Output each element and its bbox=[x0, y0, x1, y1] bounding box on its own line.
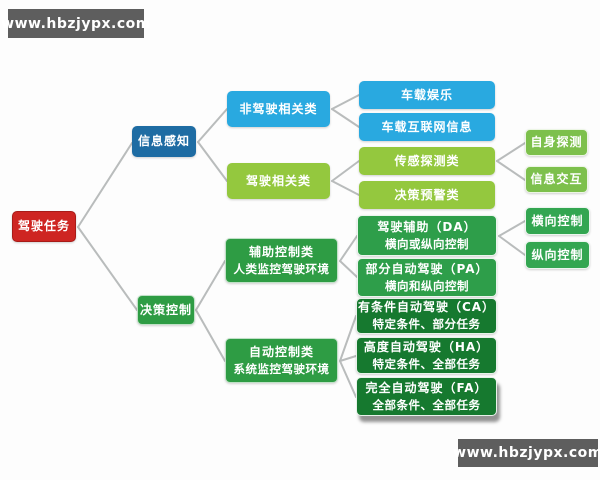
node-driving-task: 驾驶任务 bbox=[12, 211, 76, 242]
node-information-perception: 信息感知 bbox=[132, 126, 196, 157]
node-da-label: 驾驶辅助（DA） bbox=[377, 219, 477, 234]
node-pa-label: 部分自动驾驶（PA） bbox=[365, 261, 489, 276]
node-information-exchange-label: 信息交互 bbox=[530, 172, 583, 186]
node-lateral-control-label: 横向控制 bbox=[531, 213, 584, 228]
node-driver-assistance-da: 驾驶辅助（DA） 横向或纵向控制 bbox=[357, 215, 497, 256]
node-auto-control-label: 自动控制类 bbox=[248, 344, 314, 359]
node-partial-automation-pa: 部分自动驾驶（PA） 横向和纵向控制 bbox=[357, 258, 497, 297]
node-ca-sublabel: 特定条件、部分任务 bbox=[372, 317, 481, 332]
watermark-bottom-text: www.hbzjypx.com bbox=[453, 445, 600, 461]
node-sensor-detection-class: 传感探测类 bbox=[359, 147, 495, 175]
watermark-top: www.hbzjypx.com bbox=[1, 9, 150, 38]
node-auto-control-class: 自动控制类 系统监控驾驶环境 bbox=[225, 338, 338, 383]
watermark-bottom: www.hbzjypx.com bbox=[453, 439, 600, 467]
node-high-automation-ha: 高度自动驾驶（HA） 特定条件、全部任务 bbox=[356, 337, 497, 374]
node-assist-control-label: 辅助控制类 bbox=[248, 244, 314, 259]
node-non-driving-related: 非驾驶相关类 bbox=[227, 91, 330, 127]
node-self-detection: 自身探测 bbox=[525, 129, 588, 156]
node-non-driving-related-label: 非驾驶相关类 bbox=[239, 101, 318, 116]
node-driving-related-label: 驾驶相关类 bbox=[245, 173, 311, 188]
node-full-automation-fa: 完全自动驾驶（FA） 全部条件、全部任务 bbox=[356, 377, 497, 416]
node-ca-label: 有条件自动驾驶（CA） bbox=[357, 300, 496, 315]
node-lateral-control: 横向控制 bbox=[525, 207, 590, 235]
node-decision-warning-label: 决策预警类 bbox=[394, 187, 460, 202]
node-self-detection-label: 自身探测 bbox=[530, 135, 583, 149]
node-decision-control-label: 决策控制 bbox=[139, 302, 192, 317]
node-longitudinal-control-label: 纵向控制 bbox=[531, 247, 584, 262]
node-decision-control: 决策控制 bbox=[137, 295, 195, 325]
node-decision-warning-class: 决策预警类 bbox=[359, 181, 495, 209]
node-auto-control-sublabel: 系统监控驾驶环境 bbox=[233, 361, 330, 376]
node-da-sublabel: 横向或纵向控制 bbox=[385, 236, 469, 251]
node-in-car-entertainment-label: 车载娱乐 bbox=[400, 87, 453, 102]
node-conditional-automation-ca: 有条件自动驾驶（CA） 特定条件、部分任务 bbox=[356, 298, 497, 334]
node-assist-control-class: 辅助控制类 人类监控驾驶环境 bbox=[225, 238, 338, 283]
node-driving-task-label: 驾驶任务 bbox=[17, 219, 70, 233]
node-assist-control-sublabel: 人类监控驾驶环境 bbox=[233, 261, 330, 276]
node-in-car-entertainment: 车载娱乐 bbox=[359, 81, 495, 109]
watermark-top-text: www.hbzjypx.com bbox=[1, 15, 151, 32]
node-driving-related: 驾驶相关类 bbox=[227, 163, 330, 199]
node-ha-sublabel: 特定条件、全部任务 bbox=[372, 356, 481, 371]
node-fa-label: 完全自动驾驶（FA） bbox=[365, 380, 488, 395]
node-sensor-detection-label: 传感探测类 bbox=[394, 153, 460, 168]
node-in-car-internet-info-label: 车载互联网信息 bbox=[381, 119, 473, 134]
node-fa-sublabel: 全部条件、全部任务 bbox=[372, 397, 481, 412]
node-information-perception-label: 信息感知 bbox=[137, 134, 190, 148]
node-pa-sublabel: 横向和纵向控制 bbox=[385, 278, 469, 293]
node-in-car-internet-info: 车载互联网信息 bbox=[359, 113, 495, 141]
node-ha-label: 高度自动驾驶（HA） bbox=[363, 339, 490, 354]
node-information-exchange: 信息交互 bbox=[525, 166, 588, 193]
node-longitudinal-control: 纵向控制 bbox=[525, 241, 590, 269]
